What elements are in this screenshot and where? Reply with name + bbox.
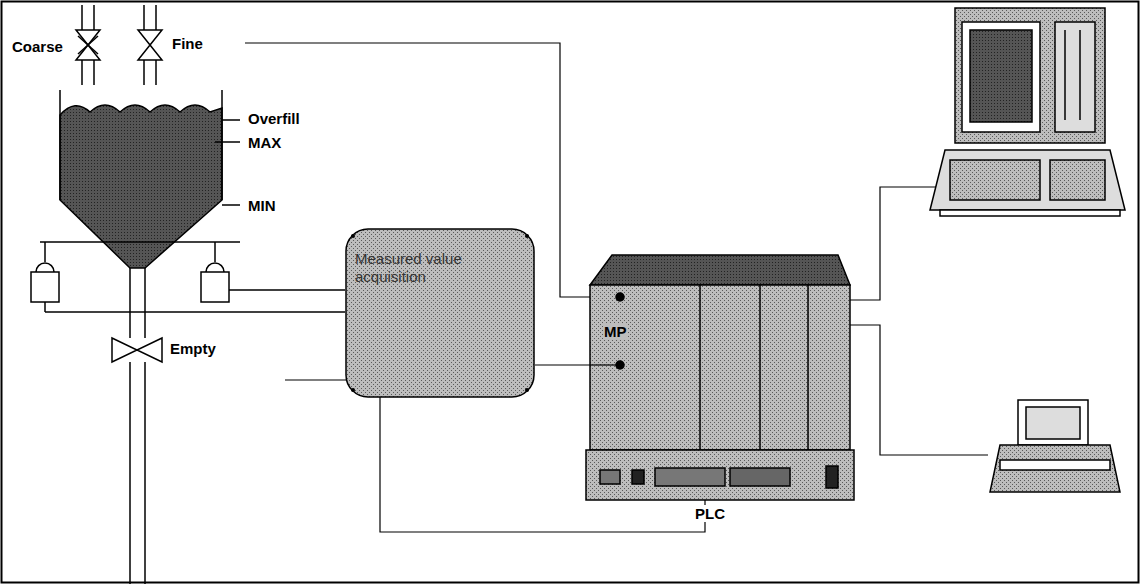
signal-line — [535, 364, 590, 365]
wires — [245, 43, 988, 532]
level-label: MAX — [246, 134, 283, 151]
level-label: Overfill — [246, 110, 302, 127]
measured-value-box: Measured value acquisition — [345, 228, 535, 398]
silo — [31, 5, 345, 584]
valve-label: Empty — [168, 340, 218, 357]
computer-terminal — [930, 8, 1125, 216]
device-label: PLC — [693, 505, 727, 522]
level-label: MIN — [246, 197, 278, 214]
plc-rack — [586, 255, 854, 500]
valve-label: Fine — [170, 35, 205, 52]
box-title: Measured value acquisition — [355, 250, 521, 286]
valve-label: Coarse — [10, 38, 65, 55]
input-stub — [590, 364, 620, 365]
module-label: MP — [604, 323, 627, 340]
plc-rack: MPPLC — [590, 285, 850, 450]
printer — [990, 400, 1120, 492]
